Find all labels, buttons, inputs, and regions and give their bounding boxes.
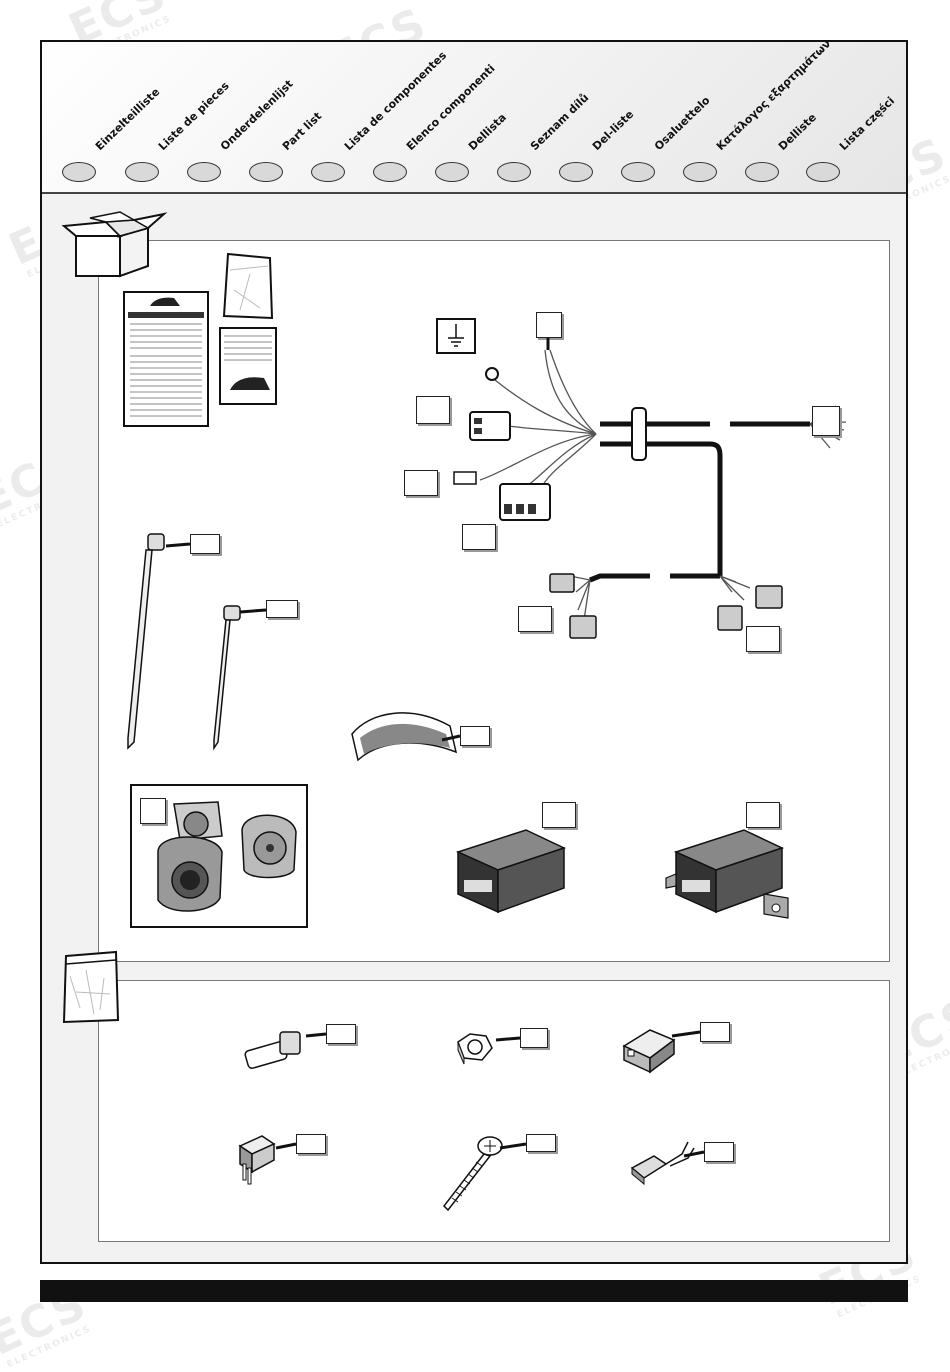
lang-circle[interactable] — [435, 162, 469, 182]
reference-box — [520, 1028, 548, 1048]
lang-circle[interactable] — [187, 162, 221, 182]
lang-circle[interactable] — [745, 162, 779, 182]
relay-connector-icon — [622, 1029, 676, 1074]
towbar-socket-icon — [157, 801, 297, 912]
reference-box — [460, 726, 490, 746]
vehicle-document-icon — [219, 327, 277, 405]
reference-box — [326, 1024, 356, 1044]
ground-symbol-icon — [436, 318, 476, 354]
nut-icon — [457, 1033, 493, 1065]
crimp-terminal-icon — [630, 1141, 695, 1186]
reference-box — [542, 802, 576, 828]
cardboard-box-icon — [61, 211, 168, 278]
control-module-icon — [455, 829, 567, 914]
cable-tie-short-icon — [213, 605, 241, 751]
cable-tie-long-icon — [127, 533, 165, 750]
reference-box — [536, 312, 562, 338]
reference-box — [746, 802, 780, 828]
lang-circle[interactable] — [497, 162, 531, 182]
reference-box — [518, 606, 552, 632]
reference-box — [404, 470, 438, 496]
small-parts-panel — [98, 980, 890, 1242]
footer-bar — [40, 1280, 908, 1302]
reference-box — [704, 1142, 734, 1162]
reference-box — [140, 798, 166, 824]
wiring-harness-diagram — [453, 349, 847, 639]
reference-box — [266, 600, 298, 618]
lang-circle[interactable] — [125, 162, 159, 182]
reference-box — [746, 626, 780, 652]
reference-box — [526, 1134, 556, 1152]
leader-lines — [165, 338, 705, 1158]
control-module-bracket-icon — [665, 829, 789, 919]
reference-box — [416, 396, 450, 424]
plastic-bag-icon — [62, 950, 120, 1024]
lang-circle[interactable] — [806, 162, 840, 182]
reference-box — [190, 534, 220, 554]
blade-fuse-icon — [238, 1135, 276, 1185]
instruction-sheet-icon — [123, 291, 209, 427]
lang-circle[interactable] — [621, 162, 655, 182]
reference-box — [700, 1022, 730, 1042]
lang-circle[interactable] — [311, 162, 345, 182]
reference-box — [462, 524, 496, 550]
reference-box — [296, 1134, 326, 1154]
lang-circle[interactable] — [373, 162, 407, 182]
reference-box — [812, 406, 840, 436]
lang-circle[interactable] — [249, 162, 283, 182]
fuse-holder-icon — [244, 1031, 301, 1069]
lang-circle[interactable] — [62, 162, 96, 182]
lang-circle[interactable] — [683, 162, 717, 182]
lang-circle[interactable] — [559, 162, 593, 182]
insulation-tape-icon — [351, 712, 458, 762]
document-bag-icon — [222, 252, 274, 320]
screw-icon — [443, 1136, 503, 1212]
